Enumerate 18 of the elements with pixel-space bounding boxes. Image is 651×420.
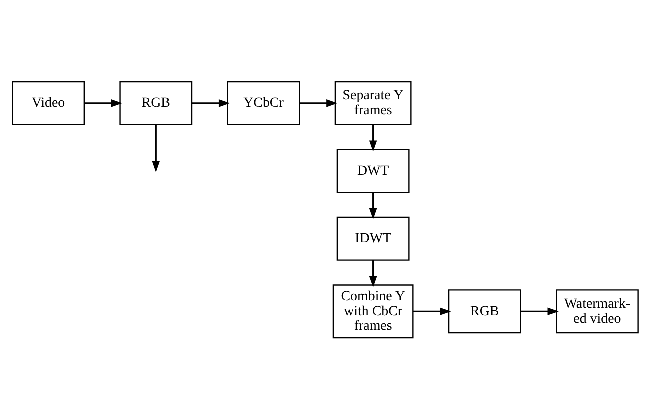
node-box: DWT: [336, 149, 410, 194]
node-box: Combine Y with CbCr frames: [332, 284, 414, 339]
node-box: Video: [12, 81, 86, 126]
arrow: [369, 192, 378, 220]
node-box: YCbCr: [227, 81, 300, 126]
arrow: [520, 308, 559, 316]
arrow: [369, 124, 378, 152]
node-box: RGB: [120, 81, 193, 126]
node-box: Watermark- ed video: [556, 290, 639, 334]
node-box: RGB: [448, 290, 522, 334]
arrow: [300, 100, 338, 108]
arrow: [192, 100, 230, 108]
arrow: [369, 260, 378, 288]
arrow: [152, 124, 160, 172]
arrow: [413, 308, 452, 316]
node-box: IDWT: [336, 216, 410, 261]
arrow: [84, 100, 123, 108]
node-box: Separate Y frames: [334, 81, 412, 126]
